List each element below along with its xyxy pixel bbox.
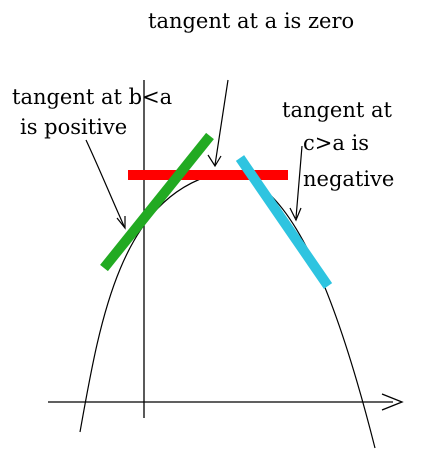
label-tangent-positive-line1: tangent at b<a xyxy=(12,85,172,109)
label-tangent-zero: tangent at a is zero xyxy=(148,9,354,33)
pointer-top-arrowhead xyxy=(207,154,222,168)
parabola-curve xyxy=(79,172,376,449)
pointer-right-arrowhead xyxy=(289,207,302,222)
pointer-top xyxy=(214,79,229,166)
pointer-right xyxy=(295,145,303,219)
label-tangent-negative-line2: c>a is xyxy=(303,131,369,155)
tangent-negative-line xyxy=(235,155,333,289)
tangent-positive-line xyxy=(100,132,214,272)
pointer-left xyxy=(85,139,125,227)
pointer-left-arrowhead xyxy=(116,216,126,230)
label-tangent-negative-line3: negative xyxy=(303,167,394,191)
label-tangent-negative-line1: tangent at xyxy=(282,98,393,122)
label-tangent-positive-line2: is positive xyxy=(20,115,127,139)
x-axis-arrowhead xyxy=(381,393,404,411)
